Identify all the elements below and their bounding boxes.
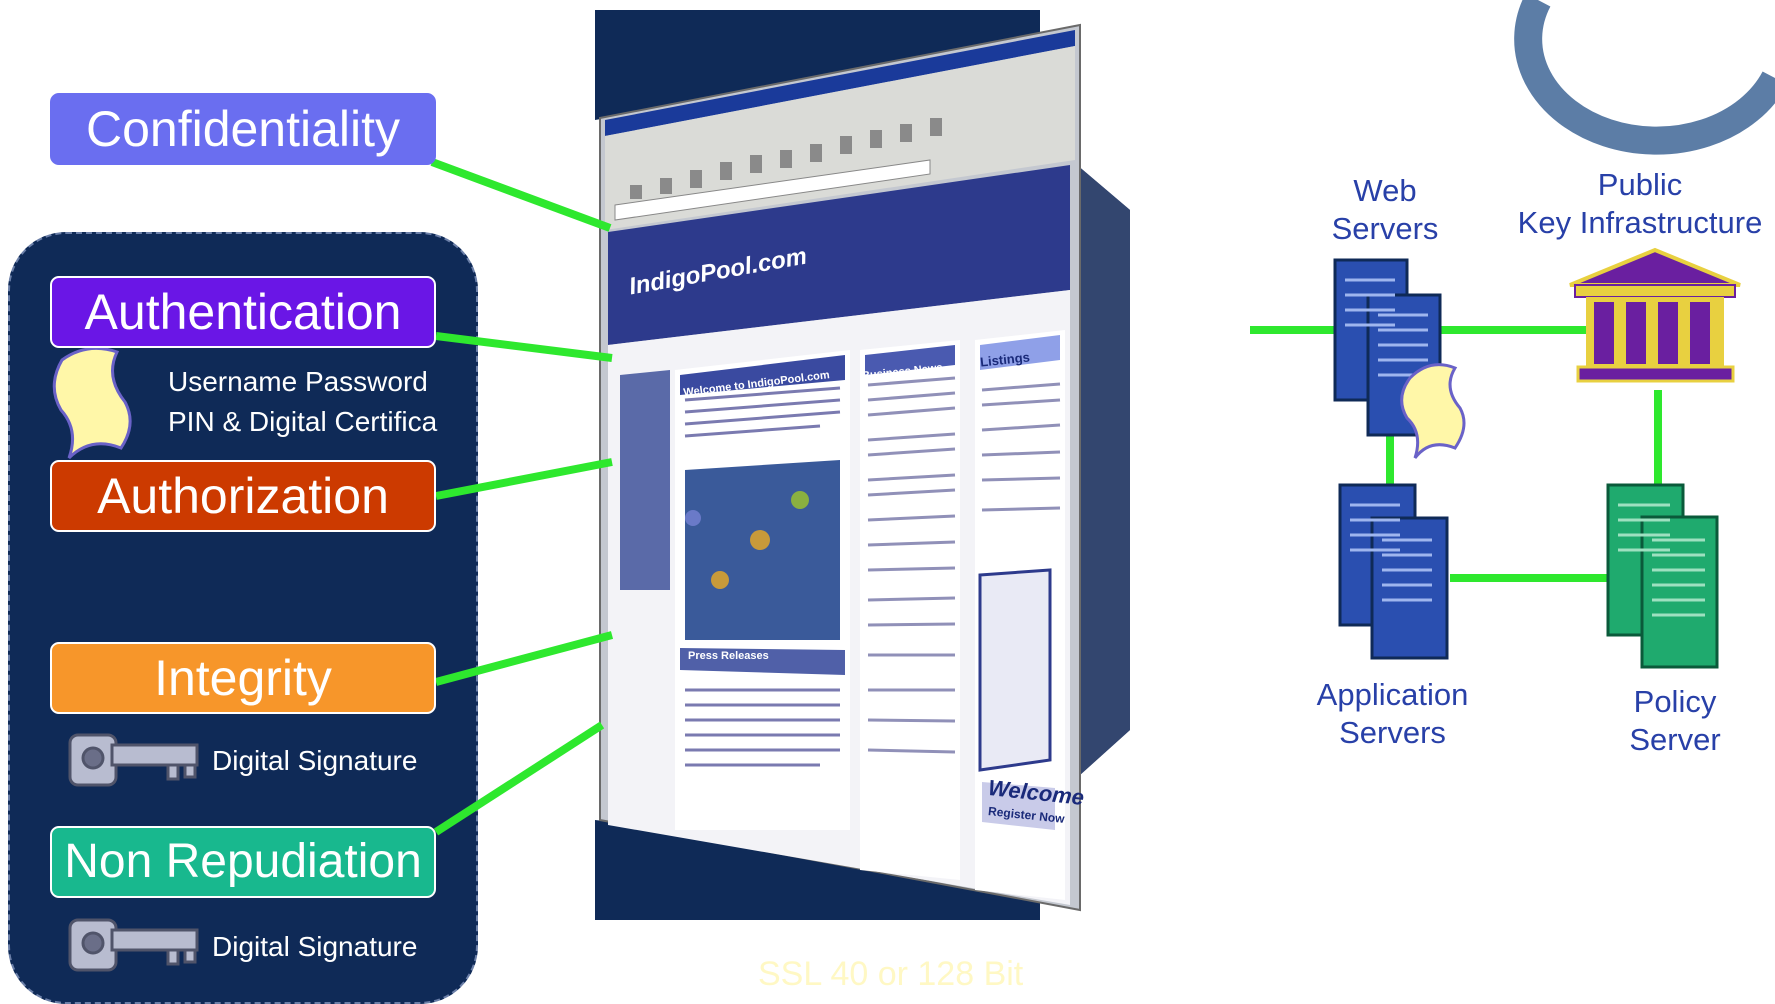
pki-building-icon (1569, 247, 1741, 383)
application-servers-label: Application Servers (1300, 676, 1485, 752)
app-servers-label-line2: Servers (1339, 715, 1446, 750)
key-icon-non-repudiation (68, 918, 199, 972)
policy-server-label: Policy Server (1600, 683, 1750, 759)
browser-press-heading: Press Releases (688, 650, 769, 662)
policy-server-label-line1: Policy (1633, 684, 1717, 719)
app-servers-label-line1: Application (1316, 677, 1469, 712)
confidentiality-pill: Confidentiality (50, 93, 436, 165)
authorization-pill: Authorization (50, 460, 436, 532)
integrity-detail: Digital Signature (212, 745, 418, 776)
authentication-detail-line1: Username Password (168, 366, 428, 397)
policy-server-label-line2: Server (1629, 722, 1721, 757)
authentication-detail-line2: PIN & Digital Certifica (168, 406, 438, 437)
authentication-pill: Authentication (50, 276, 436, 348)
web-servers-label-line1: Web (1353, 173, 1417, 208)
non-repudiation-detail: Digital Signature (212, 931, 418, 962)
connector-authorization (435, 458, 613, 500)
web-servers-icon (1333, 258, 1466, 459)
web-servers-label-line2: Servers (1331, 211, 1439, 246)
application-servers-icon (1338, 483, 1449, 660)
corner-arc-decoration (1514, 0, 1775, 155)
connector-integrity (434, 631, 614, 686)
non-repudiation-pill: Non Repudiation (50, 826, 436, 898)
connector-authentication (435, 332, 613, 362)
certificate-scroll-icon (52, 346, 132, 460)
key-icon-integrity (68, 733, 199, 787)
policy-server-icon (1606, 483, 1719, 669)
pki-label-line1: Public (1597, 167, 1683, 202)
connector-non-repudiation (433, 721, 605, 836)
integrity-pill: Integrity (50, 642, 436, 714)
connector-confidentiality (430, 158, 612, 232)
browser-frame-graphic (595, 10, 1130, 920)
web-servers-label: Web Servers (1310, 172, 1460, 248)
ssl-caption: SSL 40 or 128 Bit (758, 955, 1024, 993)
pki-label: Public Key Infrastructure (1510, 166, 1770, 242)
pki-label-line2: Key Infrastructure (1517, 205, 1763, 240)
